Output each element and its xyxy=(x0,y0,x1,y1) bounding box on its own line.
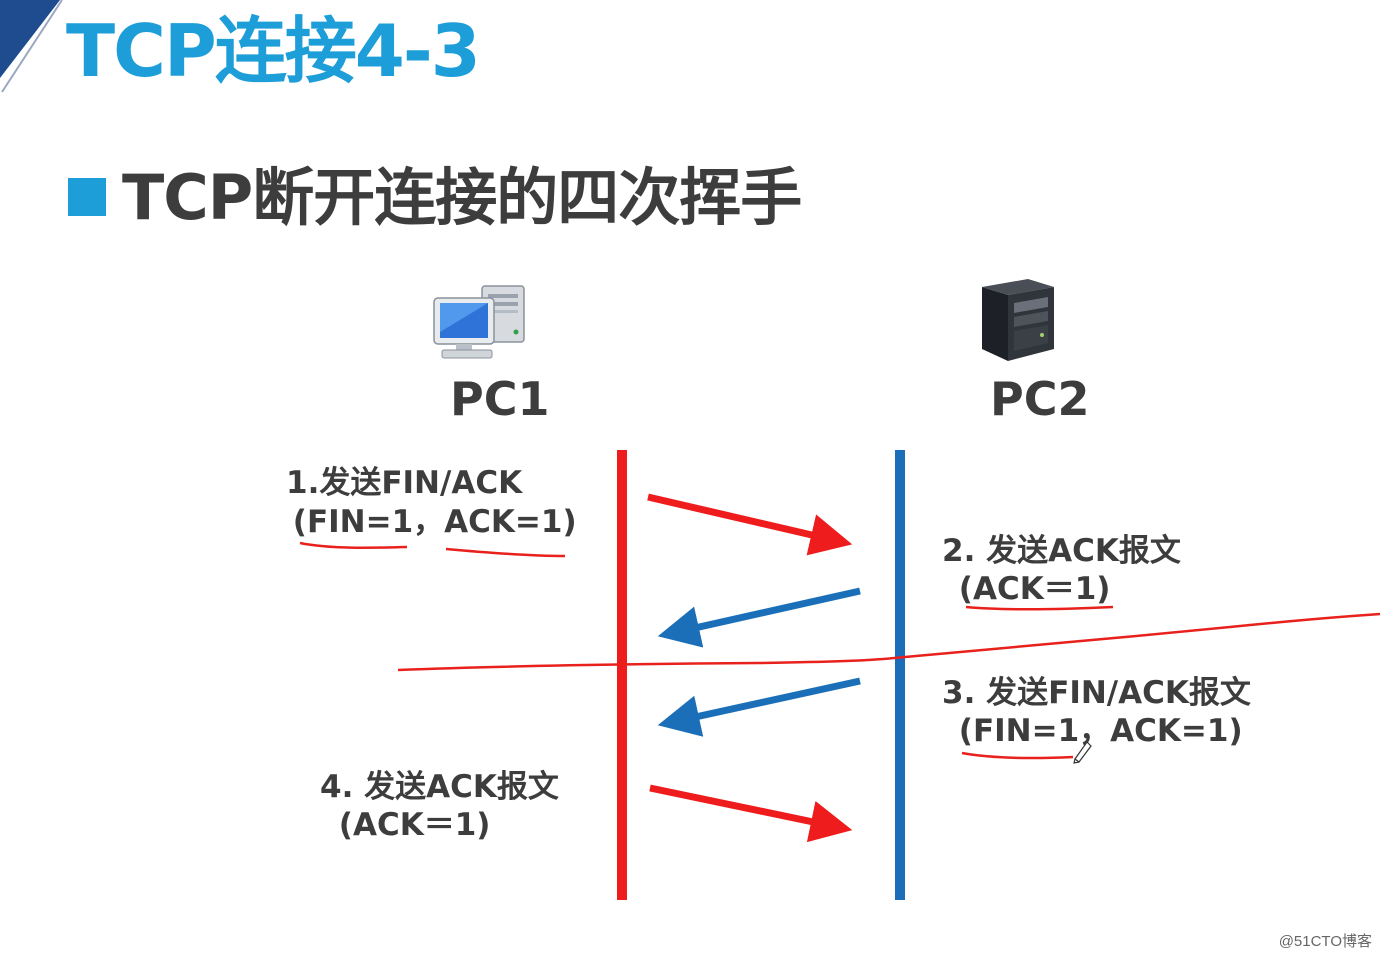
annotation-underline xyxy=(965,605,1114,611)
annotation-underline xyxy=(961,751,1074,760)
arrow-step-2 xyxy=(657,587,861,648)
step-4-title: 4. 发送ACK报文 xyxy=(320,769,559,805)
arrow-step-3 xyxy=(657,677,861,737)
server-tower-icon xyxy=(982,279,1054,361)
arrow-step-1 xyxy=(647,493,853,556)
pen-cursor-icon xyxy=(1073,741,1092,764)
host-label-pc1: PC1 xyxy=(450,372,550,426)
bullet-square xyxy=(68,178,106,216)
annotation-divider-line xyxy=(397,612,1381,672)
step-2-title: 2. 发送ACK报文 xyxy=(942,533,1181,569)
corner-decoration xyxy=(0,0,63,93)
annotation-underline xyxy=(445,547,566,558)
step-1-flags: (FIN=1，ACK=1) xyxy=(282,504,577,540)
step-2-flags: (ACK＝1) xyxy=(948,571,1111,607)
step-1-title: 1.发送FIN/ACK xyxy=(286,465,523,501)
slide-subtitle: TCP断开连接的四次挥手 xyxy=(122,161,802,234)
host-label-pc2: PC2 xyxy=(990,372,1090,426)
annotation-underline xyxy=(299,541,408,550)
step-3-flags: (FIN=1，ACK=1) xyxy=(948,713,1243,749)
slide-title: TCP连接4-3 xyxy=(66,9,481,93)
watermark: @51CTO博客 xyxy=(1278,933,1372,950)
desktop-computer-icon xyxy=(433,285,525,359)
step-3-title: 3. 发送FIN/ACK报文 xyxy=(942,675,1251,711)
step-4-flags: (ACK＝1) xyxy=(328,807,491,843)
arrow-step-4 xyxy=(649,784,853,843)
